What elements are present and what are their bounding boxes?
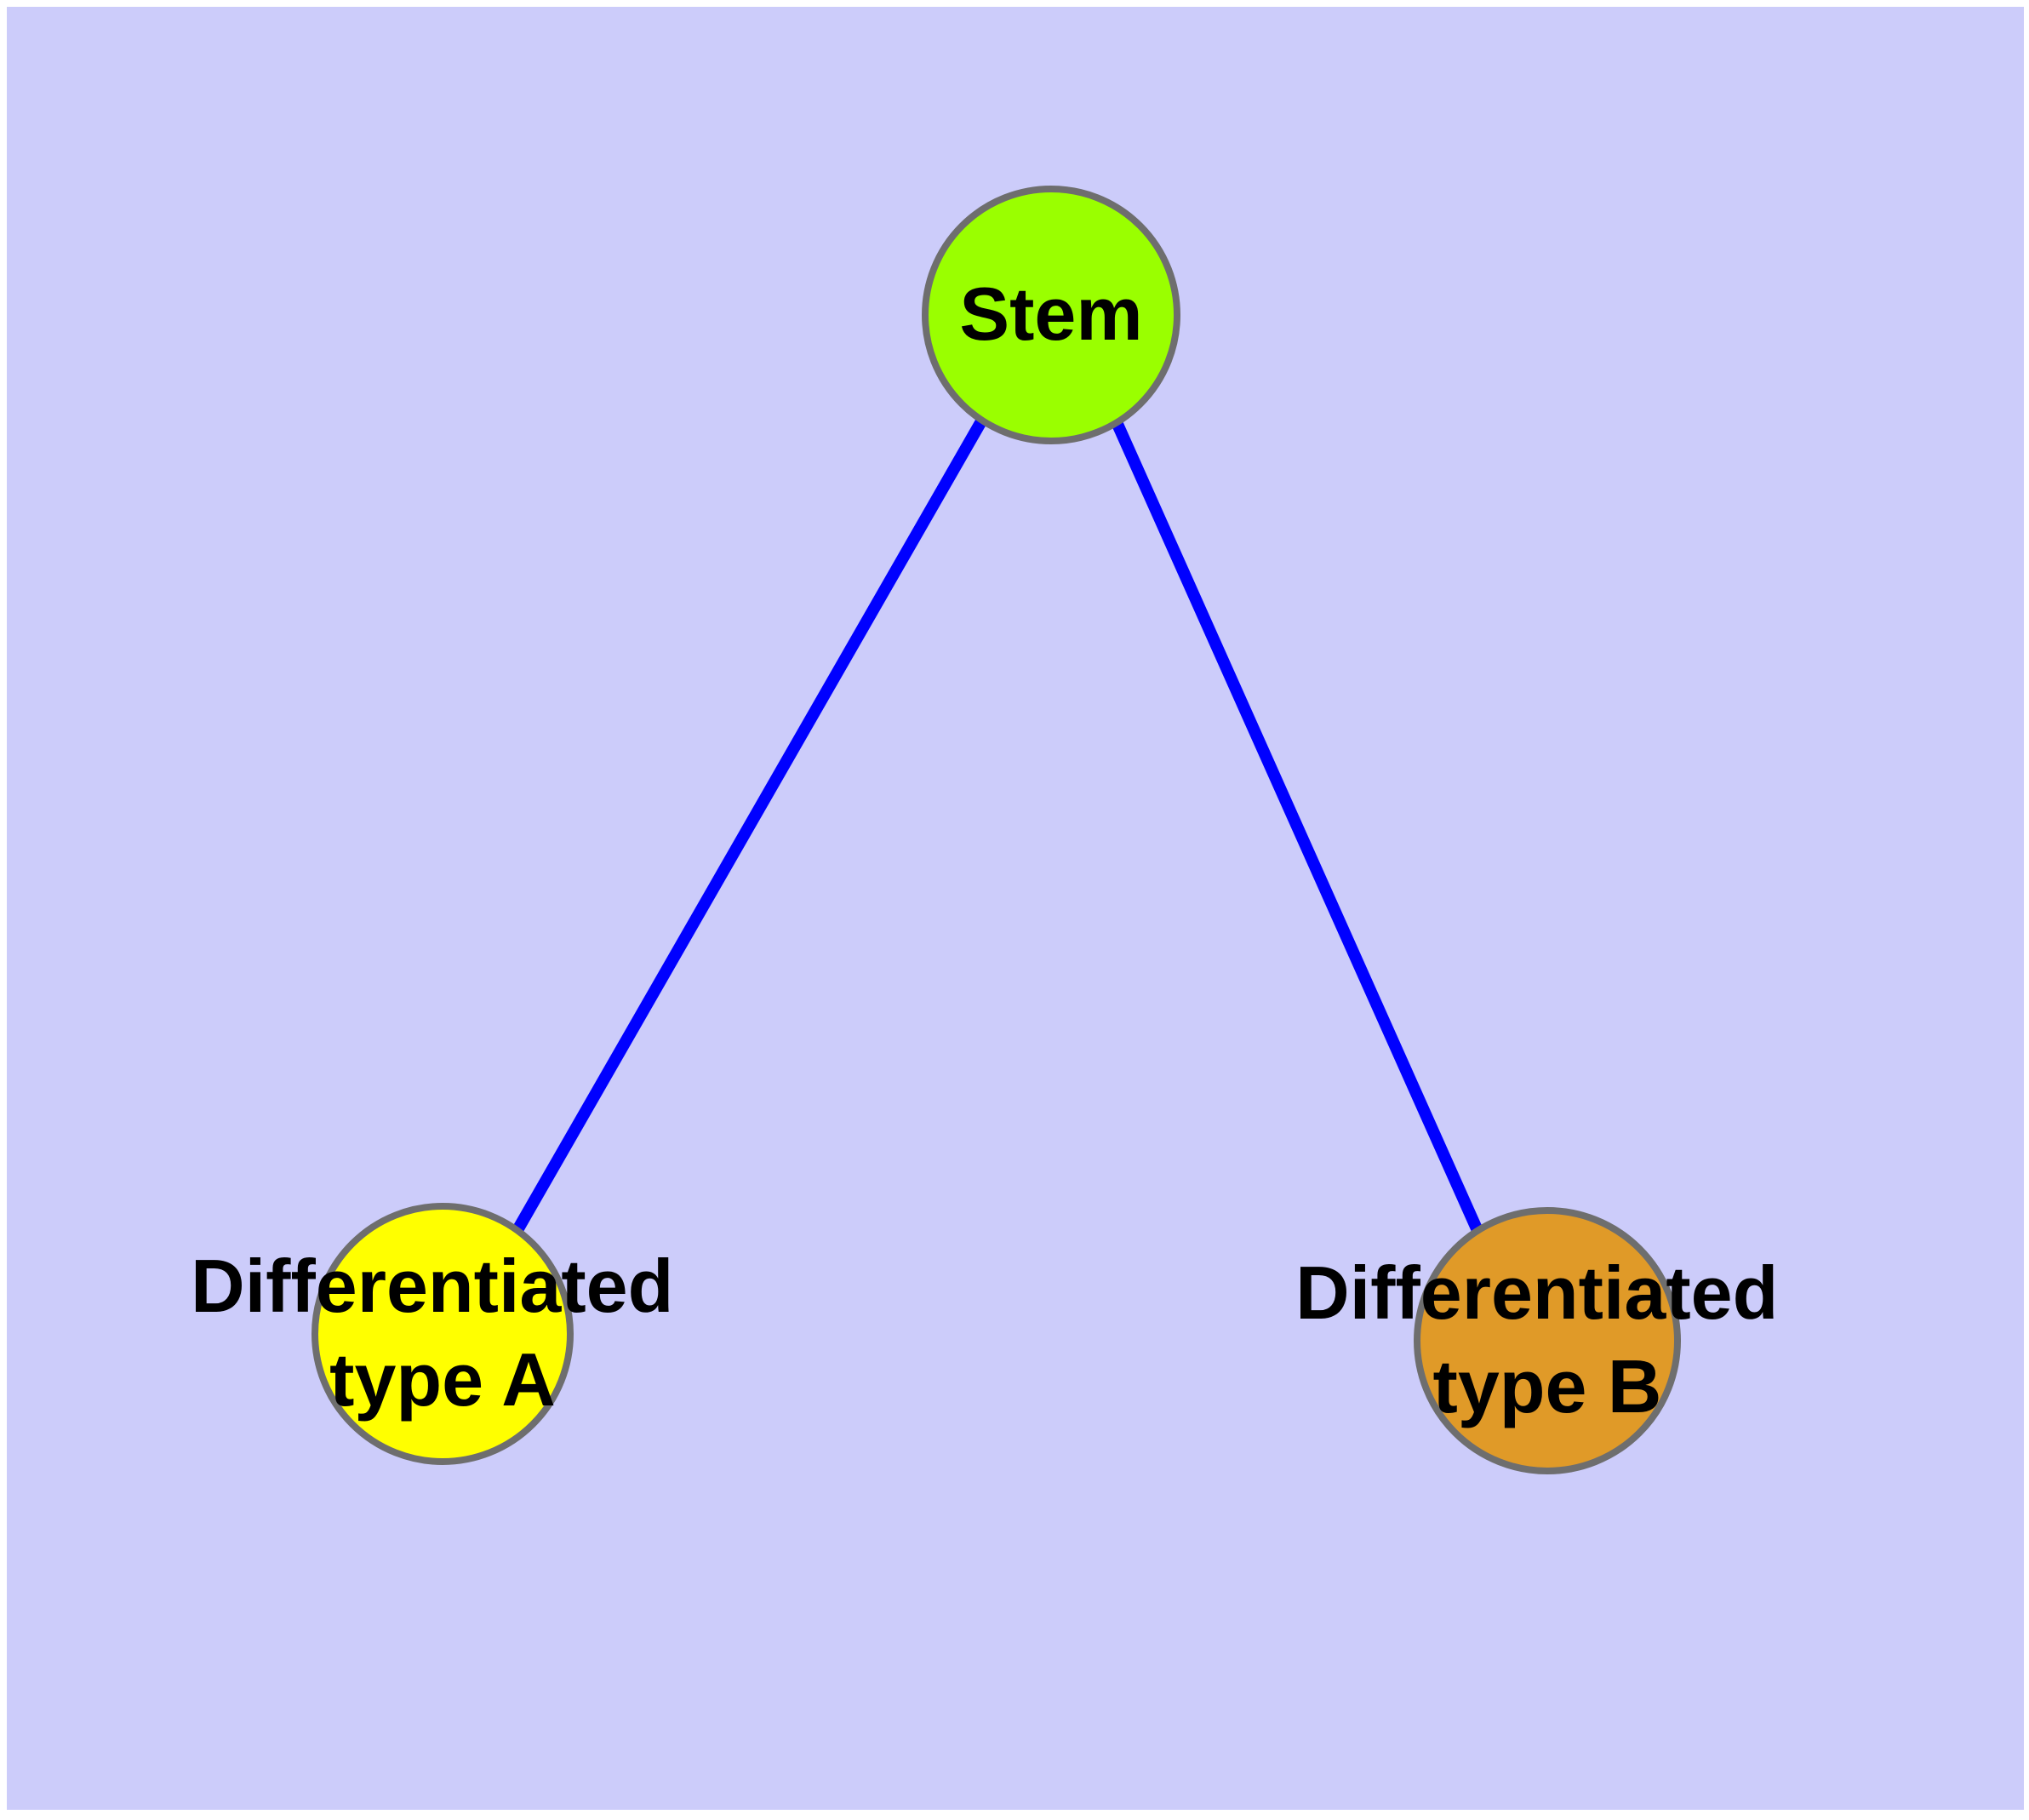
node-stem-circle[interactable] xyxy=(922,186,1180,444)
node-differentiated-type-a[interactable]: Differentiated type A xyxy=(191,1203,694,1465)
node-differentiated-type-b[interactable]: Differentiated type B xyxy=(1295,1207,1799,1474)
node-stem-label-line-1: Stem xyxy=(959,272,1142,356)
node-differentiated-type-a-label: Differentiated type A xyxy=(191,1244,694,1422)
node-differentiated-type-a-circle[interactable] xyxy=(311,1203,574,1465)
node-layer: Stem Differentiated type A Differentiate… xyxy=(191,186,1799,1474)
node-differentiated-type-b-label: Differentiated type B xyxy=(1295,1251,1799,1428)
node-differentiated-type-b-label-line-2: type B xyxy=(1433,1344,1662,1428)
node-stem-label: Stem xyxy=(959,272,1142,356)
node-differentiated-type-a-label-line-2: type A xyxy=(329,1337,556,1422)
node-differentiated-type-b-label-line-1: Differentiated xyxy=(1295,1251,1778,1335)
edge-stem-to-differentiated-type-a[interactable] xyxy=(512,418,987,1233)
edge-layer xyxy=(512,418,1485,1237)
node-differentiated-type-a-label-line-1: Differentiated xyxy=(191,1244,673,1328)
edge-stem-to-differentiated-type-b[interactable] xyxy=(1111,420,1485,1237)
node-stem[interactable]: Stem xyxy=(922,186,1180,444)
node-differentiated-type-b-circle[interactable] xyxy=(1414,1207,1681,1474)
